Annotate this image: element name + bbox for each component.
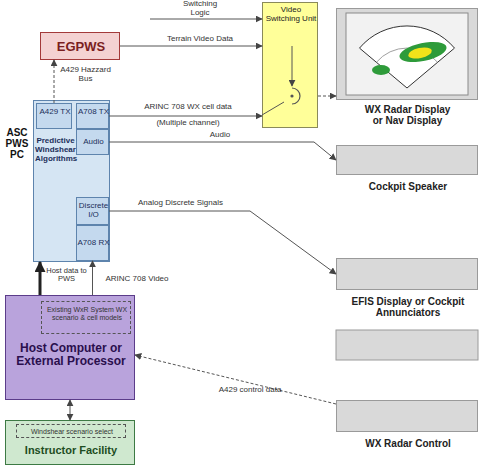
port-cell: A708 RX [76,225,109,261]
node-label: A708 RX [77,239,110,248]
signal-connector [54,60,55,103]
switch-pivot [290,94,293,97]
signal-connector [70,400,71,420]
signal-label: A429 control data [200,386,300,395]
node-label: WX Radar Control [337,438,479,449]
signal-label: ARINC 708 WX cell data [118,103,258,112]
signal-connector [39,262,42,295]
node-label: EGPWS [41,40,121,54]
signal-label: Switching Logic [175,0,225,18]
signal-connector [92,261,93,295]
signal-connector [109,211,336,274]
signal-connector [135,355,336,404]
port-cell: Discrete I/O [76,197,109,225]
node-label: Video Switching Unit [263,6,319,24]
instructor-box: Instructor Facility Windshear scenario se… [5,420,135,465]
host-box: Host Computer or External Processor Exist… [5,295,135,400]
port-cell: Audio [76,129,109,155]
signal-connector [120,46,262,47]
node-label: Host Computer or External Processor [10,342,132,368]
switching-logic-arrow [150,19,262,20]
node-label: Existing WxR System WX scenario & cell m… [44,306,130,321]
switching-unit: Video Switching Unit [262,2,318,128]
weather-cell-core [407,46,433,61]
signal-connector [109,142,336,160]
node-label: Windshear scenario select [17,428,127,436]
node-label: EFIS Display or Cockpit Annunciators [348,296,468,318]
node-label: WX Radar Display or Nav Display [360,104,455,126]
signal-connector [109,116,262,117]
node-label: Discrete I/O [77,202,110,220]
select-box: Windshear scenario select [16,424,126,438]
node-label: Cockpit Speaker [337,181,479,192]
node-label: Audio [77,138,110,147]
system-box: EGPWS [40,32,120,60]
signal-connector [318,96,336,97]
port-cell: A708 TX [76,103,109,129]
control-box: WX Radar Control [336,400,478,432]
node-label: ASC PWS PC [1,127,33,160]
speaker-box: Cockpit Speaker [336,145,478,175]
node-label: A429 TX [37,108,73,117]
annunciator-panel [336,330,478,360]
signal-label: Audio [190,131,250,140]
node-label: A708 TX [77,108,110,117]
signal-label: Analog Discrete Signals [118,199,243,208]
signal-label: (Multiple channel) [118,119,258,128]
model-box: Existing WxR System WX scenario & cell m… [41,301,131,334]
port-cell: A429 TX [36,103,72,129]
node-label: Instructor Facility [6,444,136,456]
processor-box: ASC PWS PCPredictive Windshear Algorithm… [33,100,110,262]
weather-cell [398,38,449,66]
weather-cell [372,65,390,75]
efis-box: EFIS Display or Cockpit Annunciators [336,258,478,290]
signal-label: ARINC 708 Video [97,275,177,284]
signal-label: Terrain Video Data [150,35,250,44]
signal-label: Host data to PWS [44,267,89,284]
signal-label: A429 Hazzard Bus [58,66,113,84]
radar-sector [360,26,455,88]
switch-arrow [292,46,293,86]
display-screen [346,13,468,95]
node-body: Predictive Windshear Algorithms [35,137,76,163]
